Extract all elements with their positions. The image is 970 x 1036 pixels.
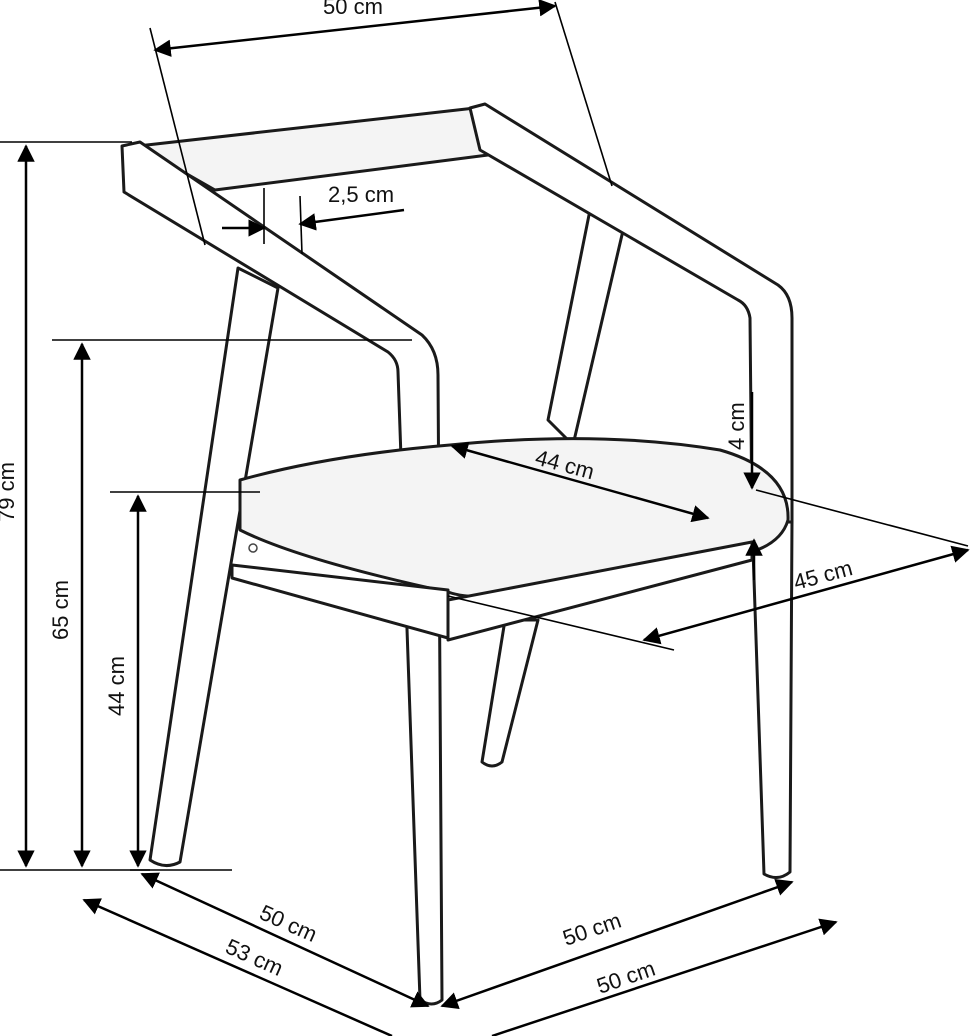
label-seat-depth: 45 cm xyxy=(791,555,855,595)
chair-illustration xyxy=(120,102,794,1006)
left-arm-frame xyxy=(120,140,444,1006)
label-left-inner: 50 cm xyxy=(256,900,321,947)
label-seat-thickness: 4 cm xyxy=(724,402,749,450)
back-left-leg xyxy=(148,266,280,867)
label-seat-height: 44 cm xyxy=(104,656,129,716)
label-left-outer: 53 cm xyxy=(222,934,287,981)
label-total-height: 79 cm xyxy=(0,462,19,522)
front-right-leg xyxy=(750,518,794,879)
label-arm-thickness: 2,5 cm xyxy=(328,182,394,207)
back-right-leg xyxy=(546,208,627,447)
back-right-leg-lower xyxy=(480,618,540,768)
apron-screw xyxy=(248,543,258,553)
label-top-width: 50 cm xyxy=(323,0,383,19)
label-armrest-height: 65 cm xyxy=(48,580,73,640)
